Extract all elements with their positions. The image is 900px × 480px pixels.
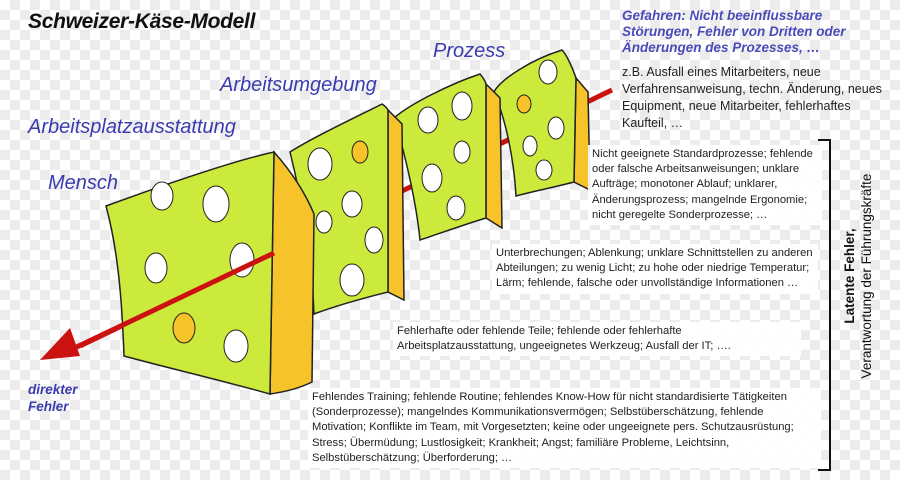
cheese-hole — [421, 163, 443, 193]
cheese-hole — [341, 190, 363, 218]
cheese-hole — [547, 116, 565, 140]
diagram-title: Schweizer-Käse-Modell — [28, 10, 256, 33]
cheese-slice-mensch — [105, 150, 315, 395]
cheese-hole — [522, 135, 538, 157]
cheese-hole — [223, 329, 249, 363]
note-mensch: Fehlendes Training; fehlende Routine; fe… — [308, 388, 821, 469]
note-arbeitsumgebung: Unterbrechungen; Ablenkung; unklare Schn… — [492, 244, 818, 294]
cheese-hole — [202, 185, 230, 223]
cheese-hole — [351, 140, 369, 164]
cheese-hole — [172, 312, 196, 344]
cheese-slice-umgebung — [393, 73, 503, 242]
cheese-hole — [150, 181, 174, 211]
direct-error-label: direkter Fehler — [28, 381, 98, 415]
latent-line-2: Verantwortung der Führungskräfte — [859, 173, 874, 379]
note-prozess: Nicht geeignete Standardprozesse; fehlen… — [588, 145, 822, 226]
direct-error-text: direkter Fehler — [28, 382, 78, 414]
cheese-hole — [535, 159, 553, 181]
danger-heading: Gefahren: Nicht beeinflussbare Störungen… — [622, 8, 846, 55]
cheese-hole — [516, 94, 532, 114]
danger-examples: z.B. Ausfall eines Mitarbeiters, neue Ve… — [622, 65, 882, 130]
cheese-hole — [307, 147, 333, 181]
cheese-slice-prozess — [493, 49, 591, 197]
latent-bracket — [818, 139, 831, 471]
layer-label-mensch: Mensch — [48, 172, 119, 194]
cheese-hole — [315, 210, 333, 234]
note-arbeitsplatzausstattung: Fehlerhafte oder fehlende Teile; fehlend… — [393, 322, 801, 357]
cheese-hole — [144, 252, 168, 284]
layer-label-prozess: Prozess — [433, 40, 506, 62]
cheese-hole — [417, 106, 439, 134]
layer-label-arbeitsplatzausstattung: Arbeitsplatzausstattung — [28, 116, 236, 138]
layer-label-arbeitsumgebung: Arbeitsumgebung — [220, 74, 377, 96]
cheese-hole — [364, 226, 384, 254]
cheese-hole — [339, 263, 365, 297]
cheese-hole — [446, 195, 466, 221]
arrow-head — [40, 328, 80, 360]
arrow-shaft-front — [64, 250, 276, 355]
cheese-hole — [451, 91, 473, 121]
cheese-hole — [538, 59, 558, 85]
cheese-hole — [453, 140, 471, 164]
latent-line-1: Latente Fehler, — [842, 228, 857, 324]
